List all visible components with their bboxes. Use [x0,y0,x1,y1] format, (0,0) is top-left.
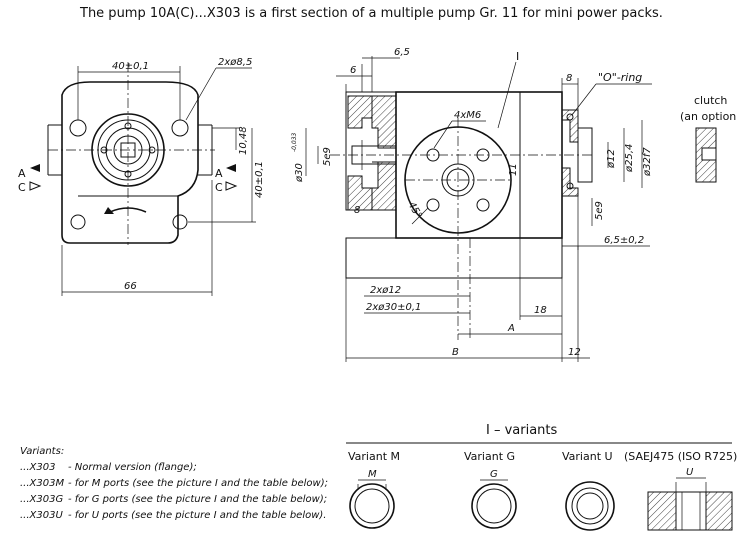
saej-label: (SAEJ475 (ISO R725) [624,450,737,463]
dim-6-5-top: 6,5 [394,47,410,58]
shaft-key [120,142,136,158]
dim-6-5-bottom: 6,5±0,2 [604,235,644,246]
dim-bore-tol: -0,033 [291,132,298,152]
clutch-detail: clutch (an option [680,94,736,183]
dim-25-4: ø25,4 [624,144,635,173]
variant-u-dim: U [686,467,694,478]
section-view: 6 6,5 8 "O"-ring I 4xM6 ø30 -0,033 5e9 8… [291,47,653,362]
arrow-c-left: C [18,181,26,194]
dim-2x12: 2xø12 [370,285,401,296]
variants-note: Variants: ...X303 - Normal version (flan… [20,446,328,521]
front-view: 40±0,1 2xø8,5 10,48 40±0,1 66 A C A C [18,57,265,296]
thread-hole-3 [426,198,440,212]
port-hole-right [172,214,188,230]
port-hole-left [70,214,86,230]
dim-12-bottom: 12 [568,347,581,358]
dim-width-40: 40±0,1 [112,61,149,72]
dim-2x30: 2xø30±0,1 [366,302,421,313]
variant-m-label: Variant M [348,450,400,463]
clutch-line2: (an option [680,110,736,123]
dim-5e9-left: 5e9 [322,147,333,166]
thread-hole-4 [476,198,490,212]
dim-a: A [507,323,515,334]
dim-threads: 4xM6 [454,110,481,121]
variant-code-3: ...X303U [20,510,63,521]
i-variants: I – variants Variant M Variant G Variant… [346,423,737,531]
dim-18: 18 [534,305,547,316]
thread-hole-1 [426,148,440,162]
thread-hole-2 [476,148,490,162]
variant-code-2: ...X303G [20,494,63,505]
dim-holes: 2xø8,5 [218,57,252,68]
variant-g-dim: G [490,469,498,480]
oring-label: "O"-ring [598,71,642,84]
variant-desc-0: - Normal version (flange); [68,462,197,473]
variant-desc-3: - for U ports (see the picture I and the… [68,510,326,521]
arrow-a-left: A [18,167,26,180]
rotation-arrow-icon [104,207,114,214]
variant-m-dim: M [368,469,377,480]
variant-desc-1: - for M ports (see the picture I and the… [68,478,328,489]
arrow-a-right: A [215,167,223,180]
arrow-a-right-icon [226,164,236,172]
arrow-c-right: C [215,181,223,194]
variant-code-0: ...X303 [20,462,55,473]
mount-hole-right [171,119,189,137]
arrow-c-right-icon [225,181,238,191]
dim-bore: ø30 [294,163,305,183]
header-description: The pump 10A(C)...X303 is a first sectio… [79,6,663,21]
dim-6: 6 [350,65,356,76]
variants-title: Variants: [20,446,64,457]
variant-code-1: ...X303M [20,478,64,489]
dim-8-top: 8 [566,73,572,84]
variant-desc-2: - for G ports (see the picture I and the… [68,494,327,505]
mount-hole-left [69,119,87,137]
dim-32: ø32f7 [642,147,653,177]
detail-marker: I [516,50,519,63]
dim-11: 11 [508,163,519,176]
dim-12: ø12 [606,149,617,169]
arrow-a-left-icon [30,164,40,172]
arrow-c-left-icon [29,181,42,191]
dim-8-bottom: 8 [354,205,360,216]
clutch-line1: clutch [694,94,727,107]
dim-width-66: 66 [124,281,137,292]
i-variants-title: I – variants [486,423,558,438]
variant-g-label: Variant G [464,450,515,463]
dim-10-48: 10,48 [238,126,249,155]
variant-u-label: Variant U [562,450,613,463]
dim-height-40: 40±0,1 [254,161,265,198]
dim-b: B [452,347,459,358]
dim-5e9-right: 5e9 [594,201,605,220]
